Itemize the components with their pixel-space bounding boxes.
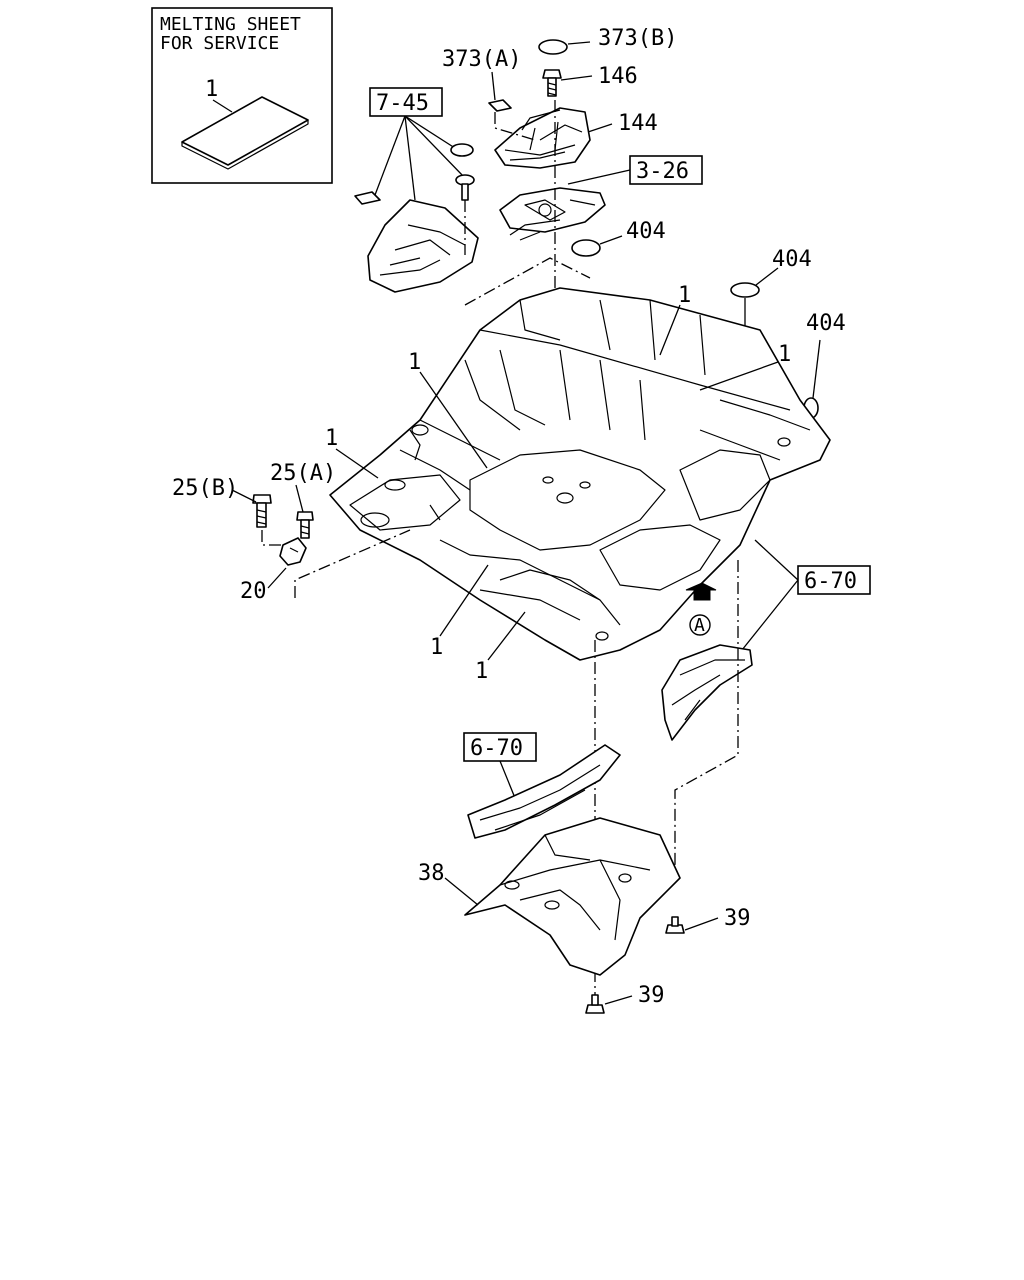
screw-7-45 <box>455 174 475 201</box>
grommet-404-mid <box>730 282 760 298</box>
mechanism-3-26 <box>499 187 606 241</box>
view-arrow <box>685 582 717 601</box>
bracket-38 <box>464 817 681 976</box>
console-144 <box>494 107 591 169</box>
label-404-mid: 404 <box>772 247 812 272</box>
bolt-25a <box>296 511 314 539</box>
label-144: 144 <box>618 111 658 136</box>
floor-panel <box>329 287 831 661</box>
label-1-b: 1 <box>778 342 791 367</box>
label-404-top: 404 <box>626 219 666 244</box>
label-1-f: 1 <box>475 659 488 684</box>
label-view-a: A <box>694 615 705 636</box>
label-404-right: 404 <box>806 311 846 336</box>
ref-box-6-70-lower <box>463 732 537 762</box>
melting-sheet-part-no: 1 <box>205 77 218 102</box>
label-38: 38 <box>418 861 445 886</box>
label-25b: 25(B) <box>172 476 238 501</box>
label-1-d: 1 <box>325 426 338 451</box>
label-39-right: 39 <box>724 906 751 931</box>
label-146: 146 <box>598 64 638 89</box>
label-6-70-upper: 6-70 <box>804 569 857 594</box>
label-20: 20 <box>240 579 267 604</box>
ref-box-7-45 <box>369 87 443 117</box>
rail-6-70-upper <box>661 644 753 741</box>
bolt-146 <box>542 69 562 97</box>
label-1-c: 1 <box>408 350 421 375</box>
bolt-25b <box>252 494 272 528</box>
label-373a: 373(A) <box>442 47 521 72</box>
view-a-circle <box>689 614 711 636</box>
grommet-404-top <box>571 239 601 257</box>
label-6-70-lower: 6-70 <box>470 736 523 761</box>
side-trim-7-45 <box>367 199 479 293</box>
label-39-bottom: 39 <box>638 983 665 1008</box>
clip-39-bottom <box>585 994 605 1014</box>
pad-373a <box>488 99 512 112</box>
label-25a: 25(A) <box>270 461 336 486</box>
rail-6-70-lower <box>467 744 621 839</box>
bracket-20 <box>279 537 307 566</box>
pad-7-45 <box>354 191 381 205</box>
clip-39-right <box>665 916 685 934</box>
label-373b: 373(B) <box>598 26 677 51</box>
label-1-a: 1 <box>678 283 691 308</box>
melting-sheet-inset: MELTING SHEET FOR SERVICE 1 <box>151 7 333 184</box>
melting-sheet-title-line2: FOR SERVICE <box>160 33 279 54</box>
clip-7-45 <box>450 143 474 157</box>
melting-sheet-title-line1: MELTING SHEET <box>160 14 301 35</box>
label-7-45: 7-45 <box>376 91 429 116</box>
label-1-e: 1 <box>430 635 443 660</box>
cap-373b <box>538 39 568 55</box>
label-3-26: 3-26 <box>636 159 689 184</box>
